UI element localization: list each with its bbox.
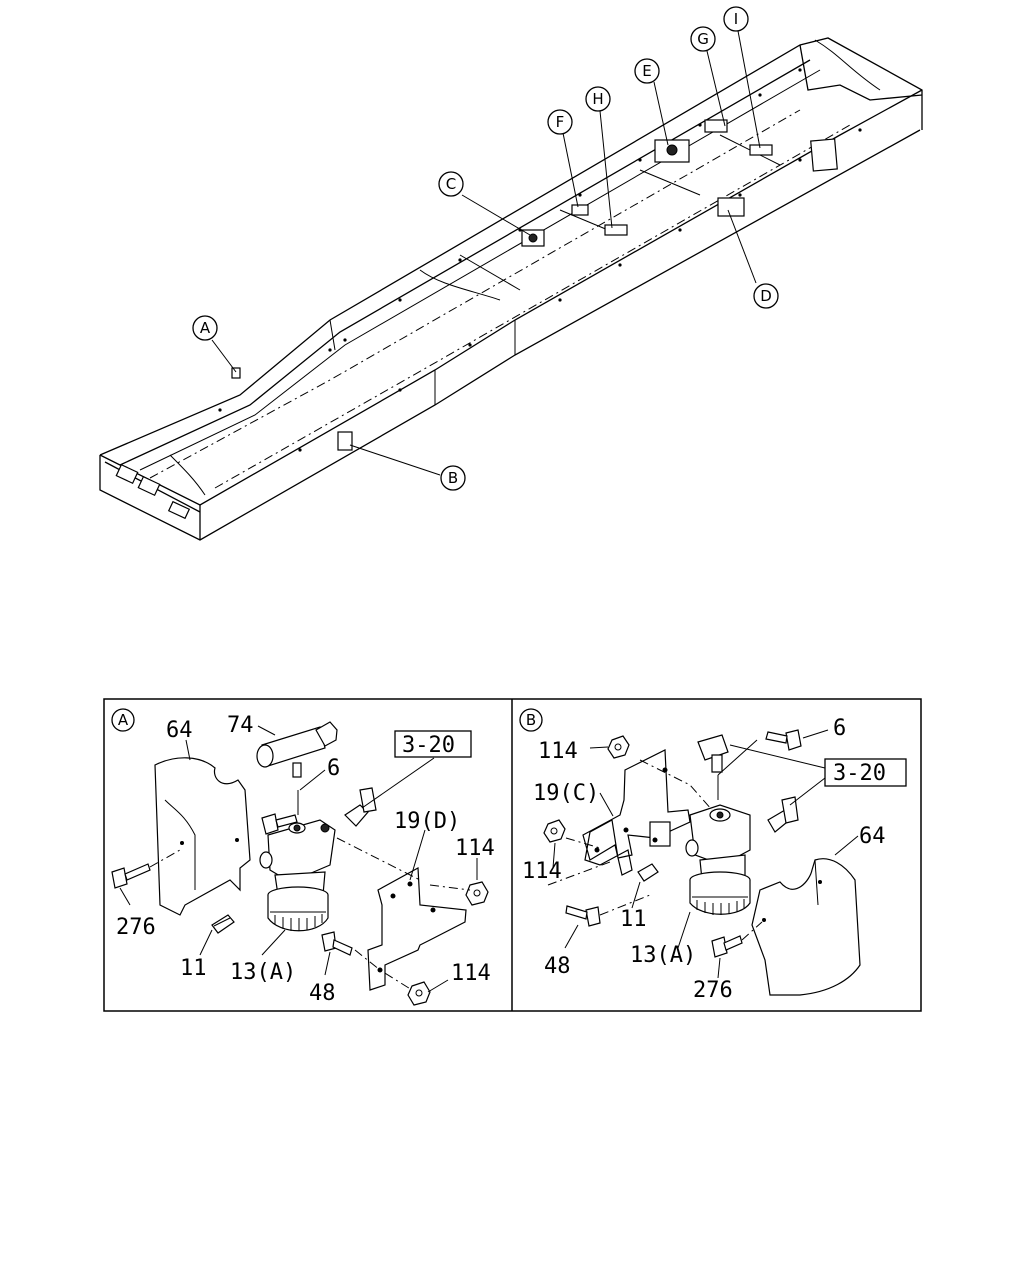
label-b-276: 276 [693, 978, 733, 1003]
svg-text:I: I [734, 10, 738, 28]
svg-text:F: F [556, 113, 565, 131]
elbow-fitting [344, 787, 377, 827]
detail-b: B [519, 708, 907, 1003]
callout-d: D [753, 283, 779, 309]
nut-114-left [543, 819, 566, 843]
svg-text:B: B [526, 711, 536, 729]
bolt-276-b [711, 935, 743, 958]
svg-text:E: E [642, 62, 651, 80]
label-64: 64 [166, 718, 193, 743]
drain-plug-11 [211, 914, 235, 934]
bolt-6 [261, 813, 298, 835]
chassis-frame [99, 37, 923, 541]
label-276: 276 [116, 915, 156, 940]
label-b-48: 48 [544, 954, 571, 979]
label-b-6: 6 [833, 716, 846, 741]
label-6: 6 [327, 756, 340, 781]
label-48: 48 [309, 981, 336, 1006]
fuel-filter-13a [259, 819, 336, 932]
bracket-19d [367, 867, 467, 991]
svg-text:B: B [448, 469, 458, 487]
nut-114-lower [407, 981, 431, 1006]
detail-a-header: A [111, 708, 135, 732]
label-ref: 3-20 [402, 733, 455, 758]
bolt-6-b [765, 729, 802, 751]
bolt-276 [111, 863, 151, 889]
detail-a: A [111, 708, 495, 1006]
bracket-19c [582, 749, 691, 876]
nut-114-top [607, 735, 630, 759]
label-b-64: 64 [859, 824, 886, 849]
label-114-upper: 114 [455, 836, 495, 861]
heat-shield [154, 757, 251, 916]
svg-text:C: C [446, 175, 456, 193]
label-b-13a: 13(A) [630, 943, 696, 968]
label-b-11: 11 [620, 907, 647, 932]
elbow-fitting-b [697, 734, 729, 773]
label-13a: 13(A) [230, 960, 296, 985]
nut-114-upper [465, 881, 489, 906]
fuel-filter-13a-b [685, 804, 751, 915]
callout-f: F [547, 109, 573, 135]
callout-h: H [585, 86, 611, 112]
valve-e [654, 139, 690, 163]
label-11: 11 [180, 956, 207, 981]
label-b-19c: 19(C) [533, 781, 599, 806]
label-b-114-left: 114 [522, 859, 562, 884]
callout-b: B [440, 465, 466, 491]
callout-leaders [211, 30, 761, 476]
label-74: 74 [227, 713, 254, 738]
detail-b-header: B [519, 708, 543, 732]
svg-text:A: A [118, 711, 129, 729]
bolt-48 [321, 931, 353, 956]
svg-text:A: A [200, 319, 211, 337]
tee-fitting-b [767, 796, 799, 833]
callout-a: A [192, 315, 218, 341]
callout-g: G [690, 26, 716, 52]
callout-c: C [438, 171, 464, 197]
svg-text:H: H [592, 90, 603, 108]
svg-text:D: D [760, 287, 772, 305]
svg-text:G: G [697, 30, 709, 48]
ref-box-b [824, 758, 907, 787]
callout-i: I [723, 6, 749, 32]
ref-box [394, 730, 472, 758]
bolt-48-b [565, 905, 601, 927]
label-19d: 19(D) [394, 809, 460, 834]
callout-e: E [634, 58, 660, 84]
label-b-114-top: 114 [538, 739, 578, 764]
fitting-74 [256, 721, 338, 778]
label-b-ref: 3-20 [833, 761, 886, 786]
heat-shield-b [751, 858, 861, 996]
label-114-lower: 114 [451, 961, 491, 986]
drain-plug-11-b [637, 863, 659, 882]
